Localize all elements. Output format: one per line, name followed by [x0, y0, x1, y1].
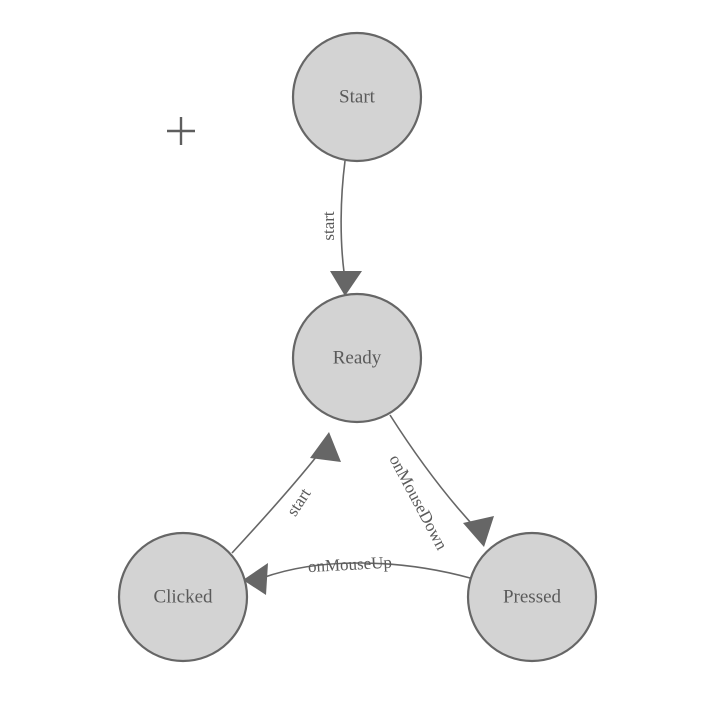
node-pressed-circle [466, 531, 598, 663]
edge-ready-to-pressed-arrowhead [463, 516, 494, 547]
edge-pressed-to-clicked[interactable]: onMouseUp [243, 553, 471, 595]
plus-crosshair-icon [167, 117, 195, 145]
node-clicked[interactable]: Clicked [117, 531, 249, 663]
node-ready[interactable]: Ready [291, 292, 423, 424]
edge-clicked-to-ready[interactable]: start [231, 432, 341, 554]
edge-start-to-ready-line [340, 160, 346, 273]
node-ready-label: Ready [333, 347, 382, 368]
node-ready-circle [291, 292, 423, 424]
edge-clicked-to-ready-arrowhead [310, 432, 341, 462]
node-clicked-circle [117, 531, 249, 663]
node-start-label: Start [339, 86, 376, 107]
edge-label-clicked-to-ready: start [283, 484, 315, 519]
edge-label-ready-to-pressed: onMouseDown [385, 452, 451, 554]
node-clicked-label: Clicked [153, 586, 213, 607]
edge-pressed-to-clicked-arrowhead [243, 563, 268, 595]
edge-ready-to-pressed[interactable]: onMouseDown [385, 414, 494, 554]
node-pressed-label: Pressed [503, 586, 562, 607]
node-start[interactable]: Start [291, 31, 423, 163]
node-pressed[interactable]: Pressed [466, 531, 598, 663]
edge-label-pressed-to-clicked: onMouseUp [307, 553, 392, 576]
edge-start-to-ready[interactable]: start [319, 160, 362, 296]
edge-label-start-to-ready: start [319, 211, 338, 241]
edge-pressed-to-clicked-line [261, 562, 471, 579]
node-start-circle [291, 31, 423, 163]
edge-start-to-ready-arrowhead [330, 271, 362, 296]
